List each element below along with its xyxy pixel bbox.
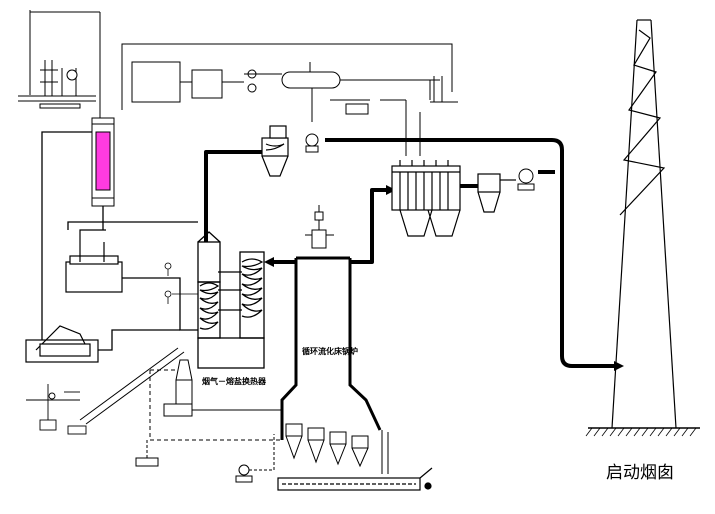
boiler-label: 循环流化床锅炉 <box>301 346 358 356</box>
heat-exchanger-label: 烟气－熔盐换热器 <box>202 376 267 386</box>
flue-gas-ducts <box>204 138 614 368</box>
molten-salt-tank <box>25 325 99 363</box>
cyclone-separator-1 <box>261 125 289 177</box>
cyclone-separator-2 <box>477 173 516 213</box>
top-instrument-lines <box>121 43 458 156</box>
instrument-cluster-bottom-left <box>26 384 87 435</box>
valve-manifold-top-left <box>18 10 101 118</box>
ash-conveyor <box>277 467 433 491</box>
chimney <box>585 19 700 437</box>
flue-gas-salt-heat-exchanger <box>197 231 265 369</box>
salt-heater <box>91 117 115 207</box>
salt-lines <box>41 131 198 351</box>
boiler-top-burner <box>305 205 334 249</box>
flow-arrows <box>264 185 624 371</box>
chimney-label: 启动烟囱 <box>606 463 674 483</box>
hx-gauges <box>164 262 198 304</box>
coal-feed-system <box>79 347 282 467</box>
coal-feeders <box>285 423 389 474</box>
salt-pump-tank <box>65 229 123 293</box>
bag-filter <box>391 160 461 237</box>
cfb-boiler <box>280 256 382 440</box>
induced-draft-fan-2 <box>517 168 535 191</box>
induced-draft-fan-1 <box>305 133 319 153</box>
primary-air-fan <box>235 434 275 483</box>
